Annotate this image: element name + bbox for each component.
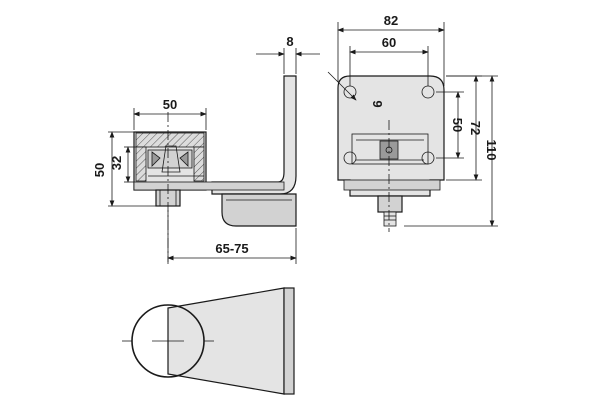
- mounting-hole-bottom-left: [343, 151, 357, 165]
- bottom-view: [122, 287, 295, 395]
- dim-inner-height: 32: [109, 156, 124, 170]
- dim-overall-height: 110: [484, 140, 499, 161]
- front-view: 82 60 9 50 72 110: [327, 13, 499, 232]
- bolt-shank: [377, 195, 403, 213]
- mounting-plate: [337, 75, 445, 197]
- dim-hole-diameter: 9: [370, 100, 385, 107]
- side-view: 50 8 50 32 65-75: [92, 34, 320, 264]
- l-bracket-vertical-plate: [211, 75, 297, 195]
- dim-plate-height: 72: [468, 121, 483, 135]
- dim-plate-thickness: 8: [286, 34, 293, 49]
- dim-overall-width: 82: [384, 13, 398, 28]
- dim-bracket-width: 50: [163, 97, 177, 112]
- dim-hole-spacing-height: 50: [450, 118, 465, 132]
- dim-hole-spacing-width: 60: [382, 35, 396, 50]
- housing-section-top: [135, 132, 205, 148]
- dim-reach-range: 65-75: [215, 241, 248, 256]
- dim-side-height: 50: [92, 163, 107, 177]
- tapered-arm: [167, 287, 285, 395]
- bearing: [147, 149, 193, 169]
- slot-window: [351, 133, 429, 165]
- end-flange: [283, 287, 295, 395]
- bracket-lower-arm: [221, 193, 297, 227]
